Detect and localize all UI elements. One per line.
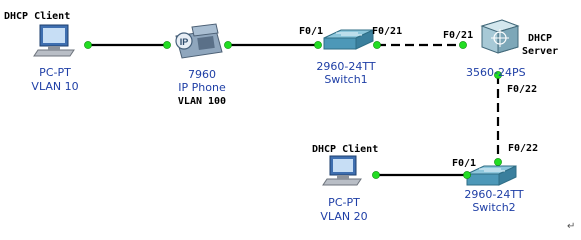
port-label-srv-f0-22: F0/22 [507, 84, 538, 95]
switch1-icon[interactable] [323, 29, 374, 50]
pc1-model-label: PC-PT [39, 66, 71, 79]
port-dot [314, 41, 322, 49]
switch2-name-label: Switch2 [472, 201, 516, 214]
port-label-sw1-f0-1: F0/1 [299, 26, 324, 37]
pc1-header-label: DHCP Client [4, 11, 71, 22]
port-dot [84, 41, 92, 49]
ip-phone-icon[interactable] [175, 23, 223, 59]
ip-phone-model-label: 7960 [188, 68, 216, 81]
switch1-model-label: 2960-24TT [316, 60, 376, 73]
server-header-line1: DHCP [528, 33, 553, 44]
switch2-model-label: 2960-24TT [464, 188, 524, 201]
pc2-vlan-label: VLAN 20 [320, 210, 368, 223]
switch1-name-label: Switch1 [324, 73, 368, 86]
pc2-model-label: PC-PT [328, 196, 360, 209]
ip-phone-type-label: IP Phone [178, 81, 226, 94]
return-mark: ↵ [567, 221, 576, 232]
port-label-sw2-f0-22: F0/22 [508, 143, 539, 154]
port-dot [494, 71, 502, 79]
port-dot [459, 41, 467, 49]
port-label-srv-f0-21: F0/21 [443, 30, 474, 41]
port-label-sw2-f0-1: F0/1 [452, 158, 477, 169]
port-dot [224, 41, 232, 49]
pc2-icon[interactable] [322, 155, 362, 186]
ip-phone-vlan-label: VLAN 100 [177, 96, 227, 107]
pc1-vlan-label: VLAN 10 [31, 80, 79, 93]
port-dot [372, 171, 380, 179]
server-model-label: 3560-24PS [466, 66, 526, 79]
port-dot [373, 41, 381, 49]
pc2-header-label: DHCP Client [312, 144, 379, 155]
port-dot [463, 171, 471, 179]
pc1-icon[interactable] [33, 24, 75, 57]
ip-phone-badge: IP [180, 37, 189, 47]
port-label-sw1-f0-21: F0/21 [372, 26, 403, 37]
port-dot [494, 158, 502, 166]
server-header-line2: Server [522, 46, 559, 57]
port-dot [163, 41, 171, 49]
switch2-icon[interactable] [466, 165, 517, 186]
server-icon[interactable] [480, 19, 520, 54]
